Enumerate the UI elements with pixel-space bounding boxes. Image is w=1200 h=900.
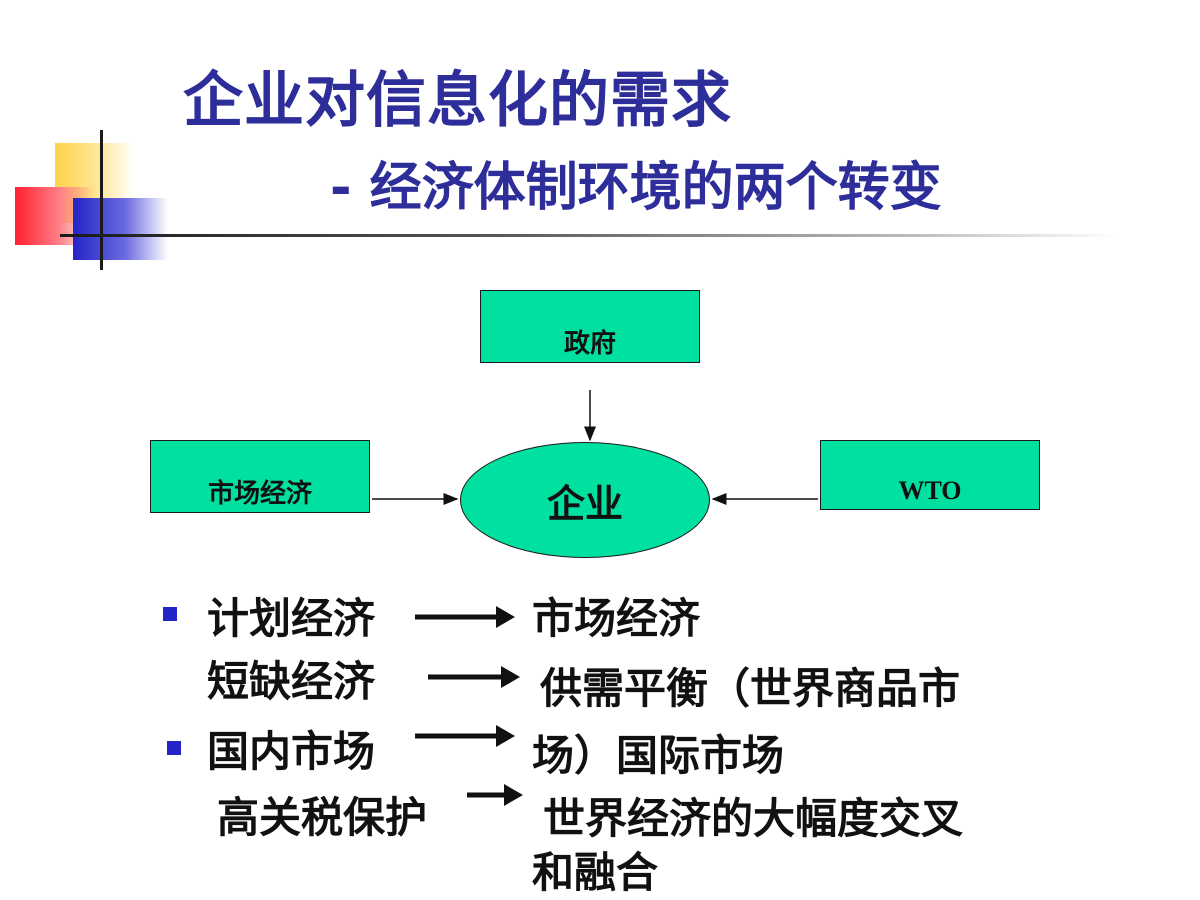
decor-blue-square: [73, 198, 168, 260]
row4-to-line1: 世界经济的大幅度交叉: [543, 794, 964, 843]
row4-to-line2: 和融合: [532, 848, 659, 897]
slide-subtitle: - 经济体制环境的两个转变: [330, 158, 942, 218]
row1-to: 市场经济: [532, 594, 701, 643]
bullet-2: [167, 741, 181, 755]
enterprise-ellipse: 企业: [460, 442, 710, 558]
row2-to-line2: 场）国际市场: [532, 731, 785, 780]
government-box: 政府: [480, 290, 700, 363]
slide-title: 企业对信息化的需求: [183, 66, 732, 136]
title-divider-line: [60, 234, 1120, 237]
row4-from: 高关税保护: [217, 793, 428, 842]
bullet-1: [163, 607, 177, 621]
wto-box: WTO: [820, 440, 1040, 510]
row3-from: 国内市场: [207, 727, 376, 776]
row1-from: 计划经济: [207, 594, 376, 643]
decor-vertical-line: [100, 130, 103, 270]
row2-to-line1: 供需平衡（世界商品市: [540, 664, 961, 713]
row2-from: 短缺经济: [207, 657, 376, 706]
market-economy-box: 市场经济: [150, 440, 370, 513]
